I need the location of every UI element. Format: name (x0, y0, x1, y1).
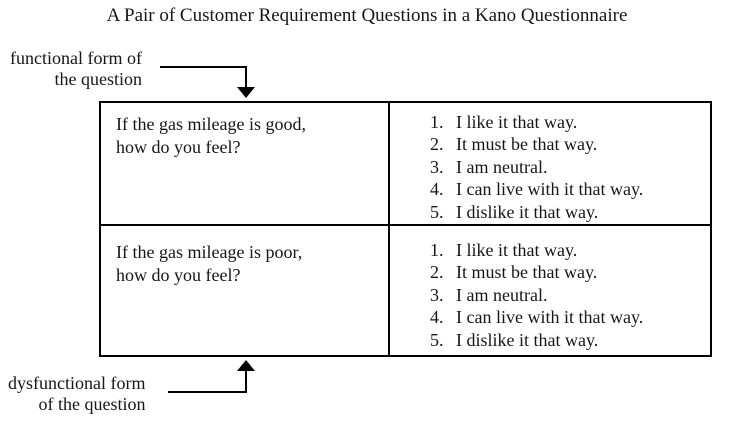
functional-options-cell: 1. I like it that way. 2. It must be tha… (390, 103, 710, 226)
option-item: 4. I can live with it that way. (430, 306, 708, 328)
functional-question-line2: how do you feel? (116, 137, 241, 157)
option-text: I like it that way. (456, 240, 578, 260)
option-item: 4. I can live with it that way. (430, 178, 708, 200)
option-number: 2. (430, 262, 444, 283)
option-text: I can live with it that way. (456, 307, 644, 328)
functional-question-line1: If the gas mileage is good, (116, 114, 306, 134)
option-text: I am neutral. (456, 284, 548, 305)
option-item: 2. It must be that way. (430, 133, 708, 155)
dysfunctional-connector-hline (168, 391, 247, 393)
option-number: 3. (430, 156, 444, 177)
option-item: 1. I like it that way. (430, 111, 708, 133)
option-item: 3. I am neutral. (430, 156, 708, 178)
option-item: 3. I am neutral. (430, 284, 708, 306)
functional-form-label: functional form of the question (10, 48, 142, 90)
option-number: 1. (430, 112, 444, 132)
option-item: 2. It must be that way. (430, 261, 708, 283)
option-number: 5. (430, 201, 444, 222)
dysfunctional-form-label: dysfunctional form of the question (8, 373, 145, 415)
option-number: 1. (430, 240, 444, 260)
option-item: 5. I dislike it that way. (430, 201, 708, 223)
functional-connector-vline (245, 66, 247, 89)
figure-title: A Pair of Customer Requirement Questions… (106, 5, 628, 26)
option-number: 4. (430, 179, 444, 200)
option-number: 2. (430, 134, 444, 155)
dysfunctional-options-cell: 1. I like it that way. 2. It must be tha… (390, 226, 710, 355)
option-text: I like it that way. (456, 112, 578, 132)
option-text: I can live with it that way. (456, 179, 644, 200)
dysfunctional-question-line2: how do you feel? (116, 265, 241, 285)
dysfunctional-form-label-line1: dysfunctional form (8, 373, 146, 393)
option-number: 3. (430, 284, 444, 305)
option-text: I dislike it that way. (456, 329, 599, 350)
option-number: 4. (430, 307, 444, 328)
option-number: 5. (430, 329, 444, 350)
option-text: It must be that way. (456, 262, 598, 283)
option-text: I dislike it that way. (456, 201, 599, 222)
functional-question-cell: If the gas mileage is good, how do you f… (101, 103, 390, 226)
functional-form-label-line2: the question (54, 69, 142, 89)
dysfunctional-question-line1: If the gas mileage is poor, (116, 242, 303, 262)
option-text: I am neutral. (456, 156, 548, 177)
option-item: 5. I dislike it that way. (430, 329, 708, 351)
functional-form-label-line1: functional form of (10, 48, 142, 68)
dysfunctional-connector-vline (245, 370, 247, 393)
kano-question-table: If the gas mileage is good, how do you f… (99, 101, 712, 357)
dysfunctional-form-label-line2: of the question (38, 394, 146, 414)
arrow-down-icon (237, 87, 255, 98)
option-item: 1. I like it that way. (430, 239, 708, 261)
functional-connector-hline (160, 66, 247, 68)
option-text: It must be that way. (456, 134, 598, 155)
arrow-up-icon (237, 360, 255, 371)
dysfunctional-question-cell: If the gas mileage is poor, how do you f… (101, 226, 390, 355)
